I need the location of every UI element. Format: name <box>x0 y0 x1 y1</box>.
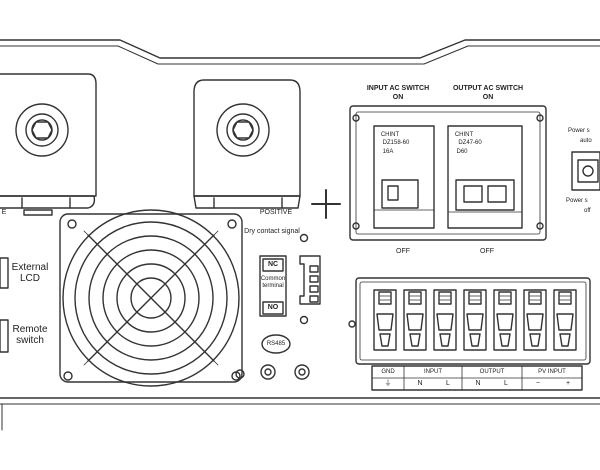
input-switch-off: OFF <box>396 248 410 255</box>
terminal-clamp[interactable] <box>373 289 397 351</box>
term-input: INPUT <box>424 369 442 375</box>
power-saving-line2: auto <box>580 138 592 144</box>
output-switch-on: ON <box>482 94 494 101</box>
output-breaker-brand: CHINT <box>454 132 474 138</box>
input-switch-title: INPUT AC SWITCH <box>366 85 430 92</box>
term-sub-6: + <box>565 380 571 387</box>
term-sub-1: N <box>417 380 423 387</box>
dry-contact-common: Common terminal <box>260 276 286 289</box>
communication-port <box>235 334 310 380</box>
external-lcd-label: External LCD <box>11 262 49 284</box>
terminal-clamp[interactable] <box>463 289 487 351</box>
power-saving-switch <box>571 151 600 191</box>
input-switch-on: ON <box>392 94 404 101</box>
external-lcd-port <box>0 257 9 289</box>
terminal-clamp[interactable] <box>523 289 547 351</box>
input-breaker-model: DZ158-60 <box>382 140 410 146</box>
rs485-label: RS485 <box>266 341 286 347</box>
terminal-clamp[interactable] <box>403 289 427 351</box>
term-sub-3: N <box>475 380 481 387</box>
power-saving-line1: Power s <box>568 128 590 134</box>
remote-switch-port <box>0 319 9 353</box>
negative-label: E <box>1 209 7 216</box>
output-breaker-rating: D60 <box>456 149 468 155</box>
term-sub-5: − <box>535 380 541 387</box>
battery-terminal-right <box>193 79 301 209</box>
terminal-clamp[interactable] <box>433 289 457 351</box>
battery-terminal-left <box>0 73 97 216</box>
dry-contact-block <box>259 233 321 325</box>
plus-symbol <box>311 189 341 219</box>
term-sub-4: L <box>504 380 508 387</box>
ac-terminal-block <box>348 277 591 391</box>
dry-contact-no: NO <box>267 304 279 311</box>
remote-switch-label: Remote switch <box>12 324 48 346</box>
term-gnd: GND <box>381 369 395 375</box>
cooling-fan-grille <box>59 209 243 387</box>
input-breaker-brand: CHINT <box>380 132 400 138</box>
dry-contact-nc: NC <box>267 261 279 268</box>
output-switch-title: OUTPUT AC SWITCH <box>452 85 524 92</box>
power-saving-line4: off <box>584 208 591 214</box>
output-switch-off: OFF <box>480 248 494 255</box>
output-breaker-model: DZ47-60 <box>458 140 482 146</box>
term-output: OUTPUT <box>479 369 505 375</box>
term-sub-2: L <box>446 380 450 387</box>
input-breaker-rating: 16A <box>382 149 394 155</box>
dry-contact-title: Dry contact signal <box>244 228 300 235</box>
term-pv-input: PV INPUT <box>538 369 566 375</box>
input-breaker <box>373 125 435 229</box>
terminal-clamp[interactable] <box>493 289 517 351</box>
chassis-outline <box>0 39 600 59</box>
positive-label: POSITIVE <box>259 209 293 216</box>
power-saving-line3: Power s <box>566 198 588 204</box>
output-breaker <box>447 125 523 229</box>
terminal-clamp[interactable] <box>553 289 577 351</box>
term-sub-0: ⏚ <box>384 380 392 387</box>
ac-switch-panel <box>349 105 547 241</box>
